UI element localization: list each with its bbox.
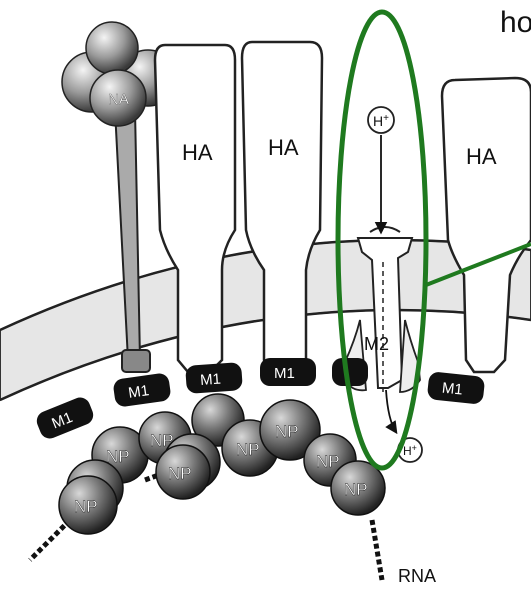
np-label: NP: [106, 447, 130, 466]
np-label: NP: [344, 480, 368, 499]
proton-outflow-arrow: [386, 390, 396, 432]
np-label: NP: [275, 422, 299, 441]
m1-label: M1: [441, 380, 464, 399]
m1-label: M1: [127, 382, 150, 402]
ha-protein-3: [442, 78, 531, 372]
np-sphere: NP: [156, 445, 210, 499]
rna-strand-right: [372, 520, 382, 580]
ha-label-3: HA: [466, 144, 497, 169]
np-label: NP: [74, 497, 98, 516]
np-label: NP: [236, 440, 260, 459]
na-label: NA: [108, 91, 129, 108]
ha-label-1: HA: [182, 140, 213, 165]
np-nucleoproteins: NP NP NP NP NP NP NP NP NP NP: [59, 394, 385, 534]
rna-label: RNA: [398, 566, 436, 586]
np-sphere: NP: [59, 476, 117, 534]
m1-label: M1: [200, 371, 222, 389]
rna-strand-left: [30, 520, 70, 560]
np-label: NP: [316, 452, 340, 471]
ha-label-2: HA: [268, 135, 299, 160]
m2-label: M2: [364, 334, 389, 354]
m1-label: M1: [274, 365, 295, 382]
np-label: NP: [168, 464, 192, 483]
